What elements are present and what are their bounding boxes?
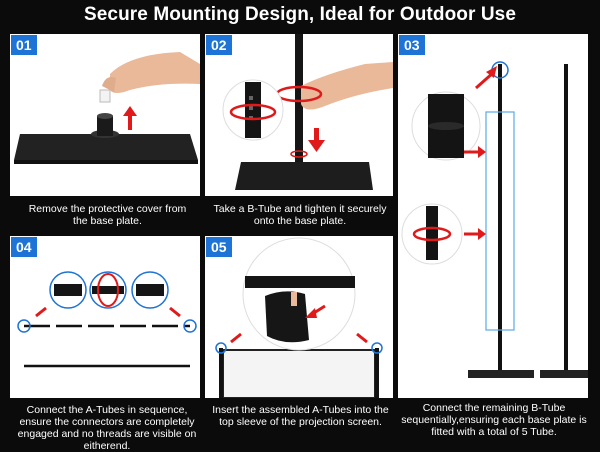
step-1-badge: 01	[10, 34, 38, 56]
step-2-caption: Take a B-Tube and tighten it securely on…	[213, 203, 387, 227]
step-5-panel: 05	[205, 236, 393, 398]
step-3-badge: 03	[398, 34, 426, 56]
step-2-badge: 02	[205, 34, 233, 56]
page-title: Secure Mounting Design, Ideal for Outdoo…	[83, 4, 517, 25]
step-3-panel: 03	[398, 34, 588, 398]
step-5-illustration	[215, 237, 383, 398]
step-2-panel: 02	[205, 34, 393, 196]
step-3-caption: Connect the remaining B-Tube sequentiall…	[401, 402, 587, 438]
step-4-caption: Connect the A-Tubes in sequence, ensure …	[17, 404, 197, 452]
step-2-illustration	[222, 34, 393, 190]
step-5-badge: 05	[205, 236, 233, 258]
step-3-illustration	[401, 61, 588, 378]
step-1-illustration	[14, 52, 200, 164]
step-4-badge: 04	[10, 236, 38, 258]
step-1-panel: 01	[10, 34, 200, 196]
step-5-caption: Insert the assembled A-Tubes into the to…	[212, 404, 389, 428]
step-4-panel: 04	[10, 236, 200, 398]
step-4-illustration	[17, 271, 197, 368]
step-1-caption: Remove the protective cover from the bas…	[28, 203, 187, 227]
